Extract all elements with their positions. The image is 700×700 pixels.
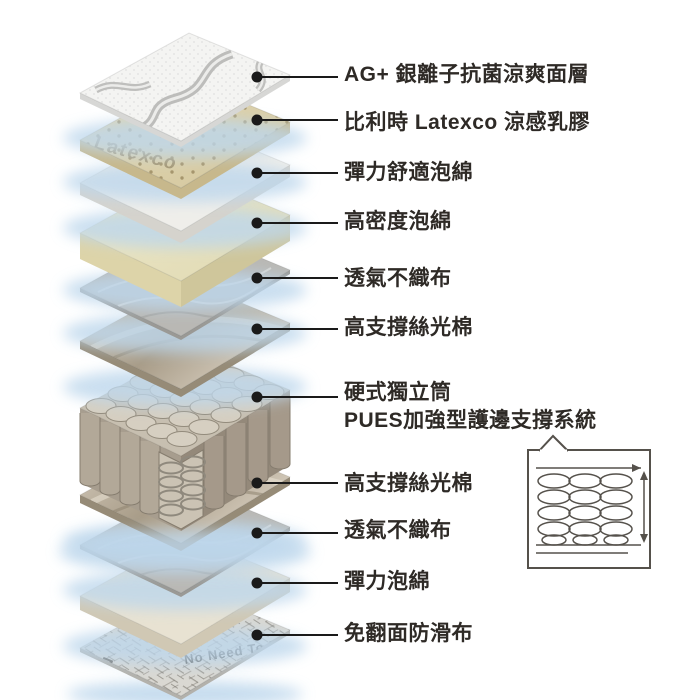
pocket-coil-detail-callout bbox=[527, 434, 651, 569]
callout-spring-2 bbox=[568, 473, 602, 546]
label-silk-cotton-upper: 高支撐絲光棉 bbox=[344, 316, 473, 339]
layer-graphic-silk-cotton-upper bbox=[63, 281, 307, 407]
callout-spring-1 bbox=[537, 473, 571, 546]
label-latex: 比利時 Latexco 涼感乳膠 bbox=[344, 111, 591, 134]
label-pocket-coil-line2: PUES加強型護邊支撐系統 bbox=[344, 409, 597, 432]
label-elastic-foam: 彈力泡綿 bbox=[344, 570, 430, 593]
label-high-density-foam: 高密度泡綿 bbox=[344, 210, 452, 233]
label-nonwoven-lower: 透氣不織布 bbox=[344, 519, 452, 542]
label-comfort-foam: 彈力舒適泡綿 bbox=[344, 161, 473, 184]
label-nonwoven-upper: 透氣不織布 bbox=[344, 267, 452, 290]
layer-graphic-nonwoven-upper bbox=[63, 228, 307, 353]
label-pocket-coil: 硬式獨立筒 PUES加強型護邊支撐系統 bbox=[344, 379, 597, 435]
label-pocket-coil-line1: 硬式獨立筒 bbox=[344, 381, 452, 404]
layer-graphic-nonwoven-lower bbox=[63, 485, 307, 610]
coil-cutaway bbox=[158, 449, 206, 530]
callout-spring-3 bbox=[599, 473, 633, 546]
layer-graphic-cover bbox=[63, 32, 307, 158]
label-silk-cotton-lower: 高支撐絲光棉 bbox=[344, 472, 473, 495]
label-cover: AG+ 銀離子抗菌涼爽面層 bbox=[344, 63, 590, 86]
label-non-flip-bottom: 免翻面防滑布 bbox=[344, 622, 473, 645]
callout-springs bbox=[537, 473, 633, 546]
